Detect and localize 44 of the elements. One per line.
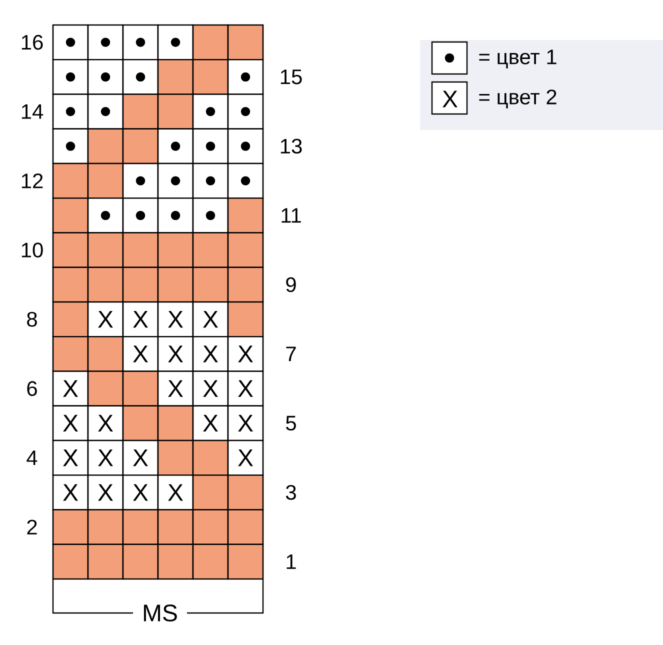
stitch-symbol: X bbox=[203, 380, 218, 397]
stitch-symbol: X bbox=[238, 380, 253, 397]
row-number: 13 bbox=[280, 138, 302, 154]
stitch-symbol: X bbox=[98, 311, 113, 328]
stitch-symbol: X bbox=[133, 484, 148, 501]
stitch-symbol: X bbox=[238, 414, 253, 432]
stitch-symbol: X bbox=[168, 484, 183, 501]
stitch-symbol: X bbox=[168, 346, 183, 362]
legend-text: = цвет 1 bbox=[479, 50, 556, 68]
row-number: 4 bbox=[26, 450, 38, 466]
stitch-symbol: X bbox=[63, 380, 78, 397]
stitch-symbol: X bbox=[238, 450, 253, 466]
stitch-symbol: X bbox=[133, 450, 148, 466]
row-number: 3 bbox=[286, 485, 296, 500]
row-number: 1 bbox=[286, 554, 296, 569]
stitch-symbol: X bbox=[63, 450, 78, 466]
stitch-symbol: X bbox=[203, 346, 218, 362]
stitch-symbol: X bbox=[98, 484, 113, 501]
stitch-symbol: X bbox=[133, 311, 148, 328]
row-number: 5 bbox=[286, 416, 296, 431]
legend-text: = цвет 2 bbox=[479, 90, 556, 108]
stitch-symbol: X bbox=[98, 414, 113, 432]
stitch-symbol: X bbox=[203, 414, 218, 432]
stitch-symbol: X bbox=[133, 346, 148, 362]
stitch-symbol: X bbox=[238, 346, 253, 362]
row-number: 14 bbox=[22, 104, 44, 119]
row-number: 8 bbox=[27, 312, 37, 327]
row-number: 2 bbox=[27, 520, 37, 534]
row-number: 15 bbox=[280, 70, 302, 84]
stitch-symbol: X bbox=[168, 311, 183, 328]
stitch-symbol: X bbox=[63, 484, 78, 501]
stitch-symbol: X bbox=[98, 450, 113, 466]
row-number: 16 bbox=[22, 34, 43, 50]
stitch-symbol: X bbox=[63, 414, 78, 432]
row-number: 12 bbox=[22, 173, 43, 188]
stitch-symbol: X bbox=[203, 311, 218, 328]
bracket-label: MS bbox=[144, 604, 177, 622]
row-number: 6 bbox=[27, 381, 37, 396]
stitch-symbol: X bbox=[168, 380, 183, 397]
row-number: 9 bbox=[286, 277, 296, 292]
row-number: 10 bbox=[22, 242, 43, 258]
row-number: 7 bbox=[286, 346, 296, 362]
row-number: 11 bbox=[282, 208, 301, 223]
stitch-symbol: X bbox=[442, 90, 458, 108]
